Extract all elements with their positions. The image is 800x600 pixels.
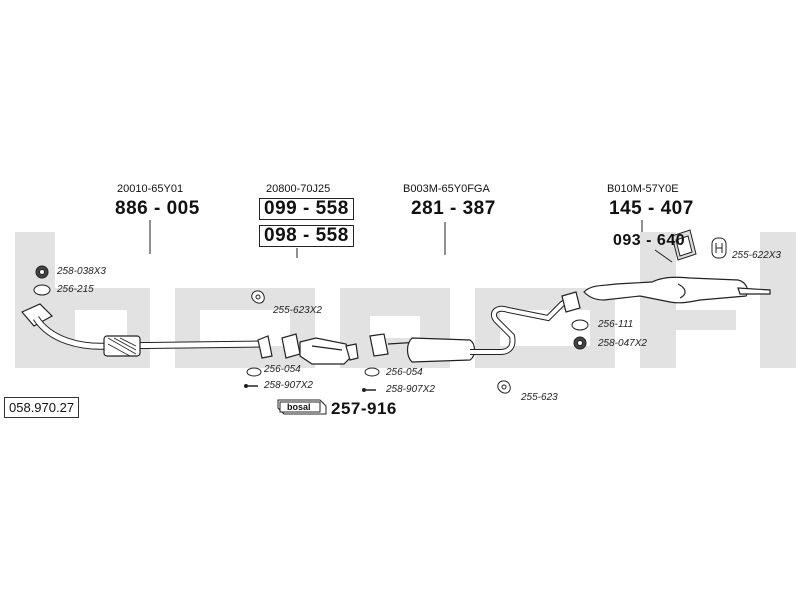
kit-logo-label: bosal bbox=[287, 402, 311, 412]
part-number[interactable]: 257-916 bbox=[331, 399, 397, 418]
accessory-part-number[interactable]: 255-623 bbox=[521, 392, 558, 403]
accessory-part-number[interactable]: 258-038X3 bbox=[57, 266, 106, 277]
accessory-part-number[interactable]: 256-054 bbox=[264, 364, 301, 375]
catalytic-converter bbox=[281, 333, 359, 365]
accessory-part-number[interactable]: 255-623X2 bbox=[273, 305, 322, 316]
mounting-bracket-icon bbox=[671, 229, 697, 261]
accessory-part-number[interactable]: 256-111 bbox=[598, 319, 634, 330]
centre-silencer bbox=[369, 291, 581, 363]
part-number[interactable]: 093 - 640 bbox=[613, 232, 686, 249]
part-number[interactable]: 099 - 558 bbox=[259, 198, 354, 220]
rubber-hanger-icon bbox=[497, 380, 511, 394]
gasket-ring-icon bbox=[33, 284, 51, 296]
mounting-kit-box-icon bbox=[277, 399, 327, 415]
rubber-hanger-icon bbox=[711, 237, 727, 259]
bolt-icon bbox=[362, 388, 376, 392]
accessory-part-number[interactable]: 258-907X2 bbox=[264, 380, 313, 391]
oem-reference: B003M-65Y0FGA bbox=[403, 183, 490, 195]
bolt-icon bbox=[244, 384, 258, 388]
part-number[interactable]: 886 - 005 bbox=[115, 198, 200, 219]
oem-reference: B010M-57Y0E bbox=[607, 183, 679, 195]
accessory-part-number[interactable]: 255-622X3 bbox=[732, 250, 781, 261]
nut-icon bbox=[573, 336, 587, 350]
accessory-part-number[interactable]: 256-054 bbox=[386, 367, 423, 378]
diagram-code: 058.970.27 bbox=[4, 397, 80, 418]
accessory-part-number[interactable]: 258-047X2 bbox=[598, 338, 647, 349]
accessory-part-number[interactable]: 258-907X2 bbox=[386, 384, 435, 395]
gasket-ring-icon bbox=[246, 367, 262, 377]
gasket-ring-icon bbox=[364, 367, 380, 377]
accessory-part-number[interactable]: 256-215 bbox=[57, 284, 94, 295]
part-number[interactable]: 145 - 407 bbox=[609, 198, 694, 219]
nut-icon bbox=[35, 265, 49, 279]
front-pipe bbox=[21, 303, 273, 359]
gasket-ring-icon bbox=[571, 319, 589, 331]
part-number[interactable]: 098 - 558 bbox=[259, 225, 354, 247]
rubber-hanger-icon bbox=[251, 290, 265, 304]
rear-silencer bbox=[583, 276, 771, 304]
oem-reference: 20800-70J25 bbox=[266, 183, 331, 195]
oem-reference: 20010-65Y01 bbox=[117, 183, 184, 195]
part-number[interactable]: 281 - 387 bbox=[411, 198, 496, 219]
bosal-watermark bbox=[15, 232, 796, 368]
